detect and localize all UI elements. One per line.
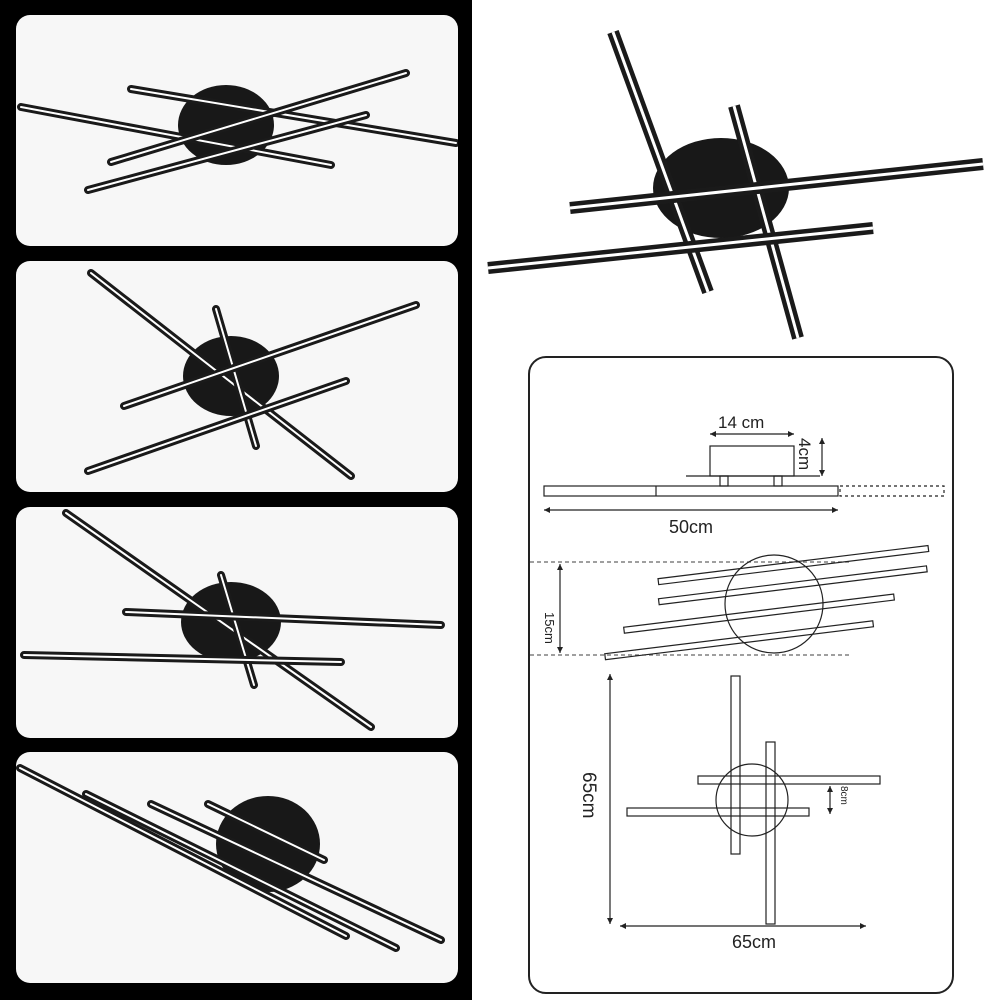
product-photo-angle-2 bbox=[16, 261, 458, 492]
canopy-diameter-label: 8cm bbox=[838, 786, 849, 805]
total-height-label: 65cm bbox=[578, 772, 599, 819]
bar-length-label: 50cm bbox=[669, 517, 714, 537]
total-width-label: 65cm bbox=[732, 932, 777, 952]
bar-spread-label: 15cm bbox=[542, 612, 557, 644]
product-photo-angle-3 bbox=[16, 507, 458, 738]
canopy-width-label: 14 cm bbox=[718, 413, 765, 432]
product-hero-image bbox=[478, 0, 1000, 345]
product-photo-angle-1 bbox=[16, 15, 458, 246]
dimensions-diagram: 14 cm 4cm 50cm 15cm 65cm 8cm 65cm bbox=[528, 356, 954, 994]
canopy-height-label: 4cm bbox=[795, 438, 814, 471]
product-photo-angle-4 bbox=[16, 752, 458, 983]
